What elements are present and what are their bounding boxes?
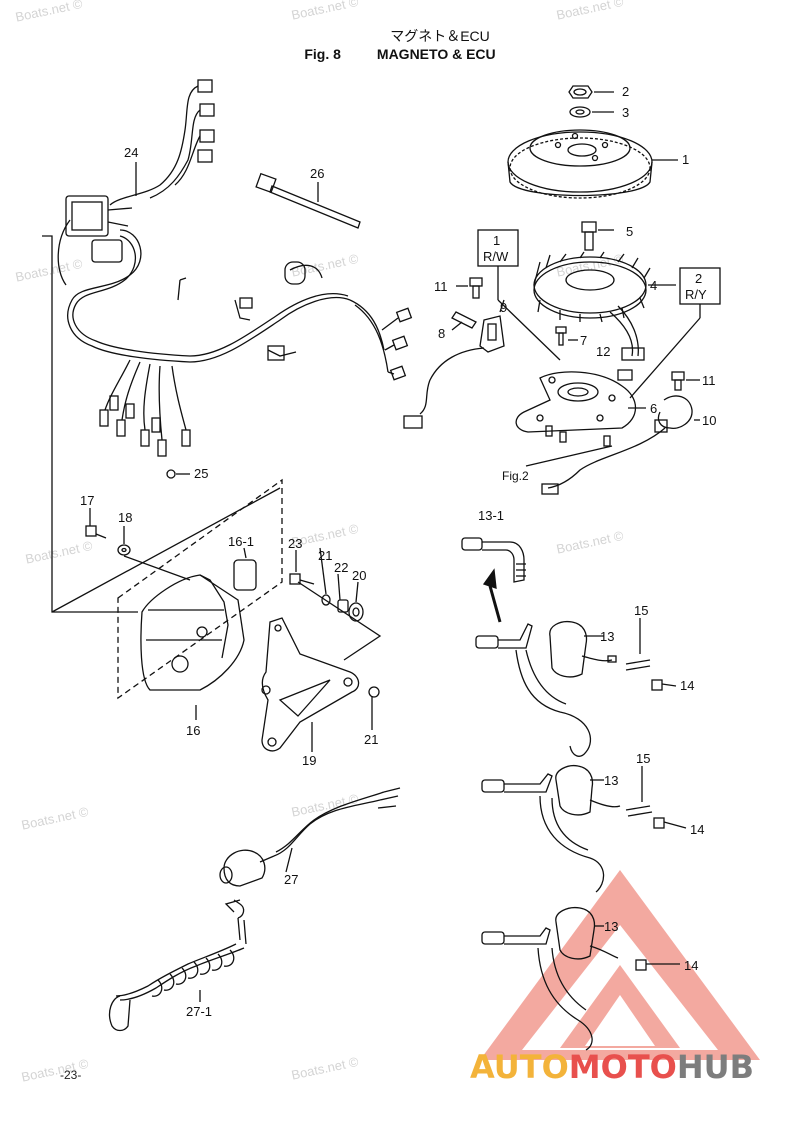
callout-7: 7 xyxy=(580,333,587,348)
callout-13-1: 13-1 xyxy=(478,508,504,523)
ref-box-number: 1 xyxy=(493,233,500,248)
callout-24: 24 xyxy=(124,145,138,160)
leader-line xyxy=(297,581,382,661)
brand-part-auto: AUTO xyxy=(470,1048,569,1086)
page-number: -23- xyxy=(60,1068,82,1082)
base-plate xyxy=(515,371,646,447)
lanyard-cord xyxy=(108,899,247,1032)
lighting-coil xyxy=(541,395,700,495)
callout-21: 21 xyxy=(364,732,378,747)
callout-27-1: 27-1 xyxy=(186,1004,212,1019)
screw-part xyxy=(85,525,107,539)
callout-15: 15 xyxy=(636,751,650,766)
washer-part xyxy=(321,594,331,606)
brand-part-hub: HUB xyxy=(676,1048,755,1086)
ref-box-rw xyxy=(477,229,561,361)
ignition-coil-assembly xyxy=(481,764,687,893)
ref-box-code: R/Y xyxy=(685,287,707,302)
callout-25: 25 xyxy=(194,466,208,481)
stator-coil xyxy=(533,251,676,381)
screw-part xyxy=(555,326,578,346)
gasket-part xyxy=(233,559,257,591)
callout-16: 16 xyxy=(186,723,200,738)
leader-lines xyxy=(89,162,373,752)
grommet-part xyxy=(348,602,364,622)
brand-logo-triangle xyxy=(480,870,760,1060)
callout-8: 8 xyxy=(438,326,445,341)
title-japanese: マグネト＆ECU xyxy=(390,28,490,44)
screw-part xyxy=(289,573,315,585)
washer-part xyxy=(117,544,191,581)
wiring-harness xyxy=(57,79,413,457)
screw-part xyxy=(671,371,700,391)
callout-22: 22 xyxy=(334,560,348,575)
ignition-coil-assembly xyxy=(481,906,680,1051)
washer-part xyxy=(569,106,614,118)
callout-12: 12 xyxy=(596,344,610,359)
callout-11: 11 xyxy=(434,279,448,294)
callout-14: 14 xyxy=(680,678,694,693)
callout-15: 15 xyxy=(634,603,648,618)
pulser-coil xyxy=(403,299,505,429)
collar-part xyxy=(337,599,349,613)
nut-part xyxy=(568,85,614,99)
ecu-unit xyxy=(117,478,283,720)
callout-3: 3 xyxy=(622,105,629,120)
callout-10: 10 xyxy=(702,413,716,428)
callout-19: 19 xyxy=(302,753,316,768)
figure-reference: Fig.2 xyxy=(502,469,529,483)
connector-part xyxy=(617,369,633,381)
callout-23: 23 xyxy=(288,536,302,551)
ref-box-number: 2 xyxy=(695,271,702,286)
figure-title: MAGNETO & ECU xyxy=(376,46,496,62)
callout-18: 18 xyxy=(118,510,132,525)
bracket-part xyxy=(261,617,360,752)
flywheel-magneto xyxy=(507,129,678,199)
brand-part-moto: MOTO xyxy=(568,1048,677,1086)
leader-line xyxy=(525,445,613,467)
callout-13: 13 xyxy=(600,629,614,644)
callout-labels: 1 2 3 4 5 6 7 8 9 10 11 11 12 13 13 13 1… xyxy=(80,84,716,1019)
reference-line xyxy=(51,487,281,613)
callout-20: 20 xyxy=(352,568,366,583)
ref-box-ry xyxy=(629,267,721,399)
figure-number: Fig. 8 xyxy=(304,46,341,62)
arrow-icon xyxy=(482,568,502,623)
callout-16-1: 16-1 xyxy=(228,534,254,549)
ref-box-code: R/W xyxy=(483,249,509,264)
washer-part xyxy=(368,686,380,698)
callout-1: 1 xyxy=(682,152,689,167)
title-english: Fig. 8 MAGNETO & ECU xyxy=(0,46,800,62)
screw-part xyxy=(456,277,483,299)
callout-13: 13 xyxy=(604,773,618,788)
callout-27: 27 xyxy=(284,872,298,887)
reference-line xyxy=(42,235,138,613)
cable-tie xyxy=(255,172,361,229)
callout-13: 13 xyxy=(604,919,618,934)
brand-wordmark: AUTOMOTOHUB xyxy=(470,1048,754,1086)
clip-part xyxy=(166,469,176,479)
callout-14: 14 xyxy=(684,958,698,973)
callout-26: 26 xyxy=(310,166,324,181)
callout-2: 2 xyxy=(622,84,629,99)
callout-6: 6 xyxy=(650,401,657,416)
callout-14: 14 xyxy=(690,822,704,837)
callout-11: 11 xyxy=(702,373,716,388)
ignition-coil-assembly xyxy=(475,618,677,757)
callout-17: 17 xyxy=(80,493,94,508)
callout-5: 5 xyxy=(626,224,633,239)
bolt-part xyxy=(581,221,614,251)
callout-4: 4 xyxy=(650,278,657,293)
plug-cap-part xyxy=(461,537,526,583)
stop-switch xyxy=(219,787,401,887)
callout-9: 9 xyxy=(500,300,507,315)
pin-part xyxy=(451,311,477,331)
